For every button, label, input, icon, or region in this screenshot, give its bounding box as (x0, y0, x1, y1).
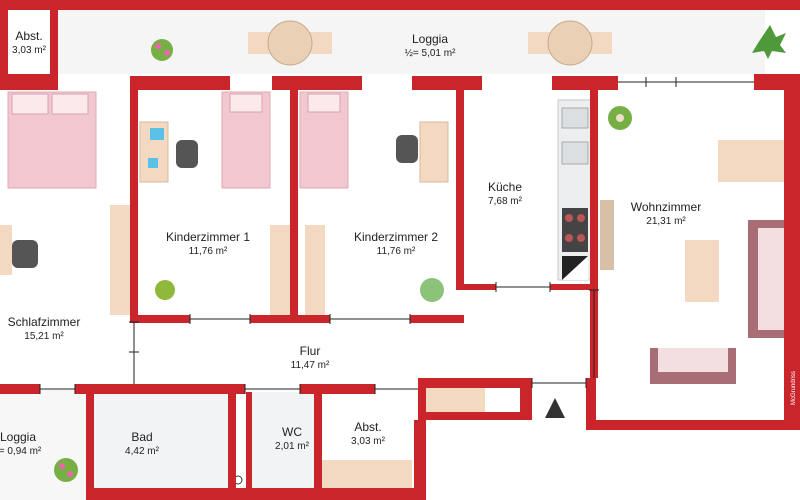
dining-table-icon (718, 140, 784, 182)
kitchen-counter (557, 99, 593, 281)
sofa-icon (650, 220, 784, 384)
flur-cabinet (425, 385, 485, 413)
coffee-table-icon (685, 240, 719, 302)
room-name-loggia-top: Loggia (412, 32, 448, 46)
room-name-kinder1: Kinderzimmer 1 (166, 230, 250, 244)
room-area-loggia-bottom: = 0,94 m² (0, 446, 42, 457)
room-name-loggia-bottom: Loggia (0, 430, 36, 444)
table-icon (248, 20, 332, 66)
wc-floor (250, 392, 315, 492)
room-area-schlaf: 15,21 m² (24, 331, 64, 342)
room-name-wc: WC (282, 425, 302, 439)
room-name-wohn: Wohnzimmer (631, 200, 701, 214)
plant-icon (155, 280, 175, 300)
room-name-abst-bottom: Abst. (354, 420, 381, 434)
plant-icon (420, 278, 444, 302)
room-area-flur: 11,47 m² (291, 360, 330, 371)
wardrobe-kinder2 (305, 225, 325, 315)
desk-icon (419, 121, 449, 183)
loggia-bottom-floor (0, 390, 90, 500)
north-arrow-icon (545, 398, 565, 418)
chair-icon (12, 240, 38, 268)
desk-icon (139, 121, 169, 183)
sink-icon (561, 107, 589, 129)
wardrobe-kinder1 (270, 225, 290, 315)
plant-icon (752, 25, 786, 59)
room-area-loggia-top: ½= 5,01 m² (405, 48, 457, 59)
desk-icon (0, 225, 12, 275)
room-name-flur: Flur (300, 344, 321, 358)
wardrobe-schlaf (110, 205, 132, 315)
room-area-abst-top: 3,03 m² (12, 45, 47, 56)
table-icon (528, 20, 612, 66)
room-area-bad: 4,42 m² (125, 446, 160, 457)
bad-floor (92, 392, 232, 492)
room-name-abst-top: Abst. (15, 29, 42, 43)
door-marks (39, 77, 754, 394)
sink-icon (561, 141, 589, 165)
room-area-wc: 2,01 m² (275, 441, 310, 452)
bed-icon (299, 91, 349, 189)
room-name-kueche: Küche (488, 180, 522, 194)
room-name-bad: Bad (131, 430, 152, 444)
room-name-schlaf: Schlafzimmer (8, 315, 81, 329)
room-area-kueche: 7,68 m² (488, 196, 523, 207)
room-area-kinder2: 11,76 m² (377, 246, 416, 257)
plant-icon (151, 39, 173, 61)
watermark-text: McGrundriss (791, 371, 797, 405)
room-name-kinder2: Kinderzimmer 2 (354, 230, 438, 244)
loggia-top-floor (55, 10, 765, 74)
bed-icon (7, 91, 97, 189)
room-area-wohn: 21,31 m² (646, 216, 686, 227)
plant-icon (608, 106, 632, 130)
bed-icon (221, 91, 271, 189)
chair-icon (396, 135, 418, 163)
room-area-abst-bottom: 3,03 m² (351, 436, 386, 447)
tv-icon (600, 200, 614, 270)
plant-icon (54, 458, 78, 482)
stove-icon (562, 208, 588, 252)
abst-shelf (322, 460, 412, 488)
chair-icon (176, 140, 198, 168)
room-area-kinder1: 11,76 m² (189, 246, 228, 257)
